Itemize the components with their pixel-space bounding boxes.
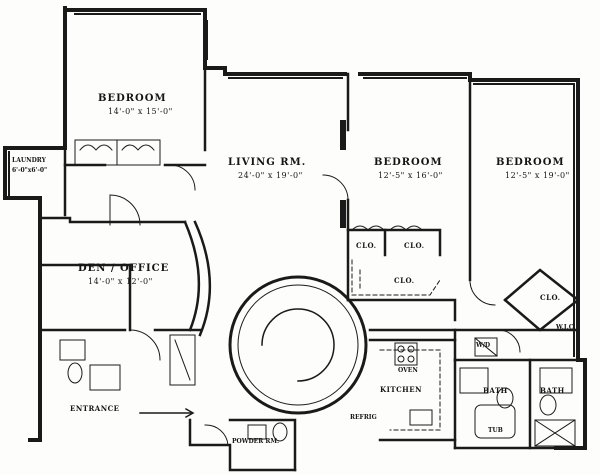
room-dims-bedroom-2: 12'-5" x 16'-0" [378,171,443,180]
room-dims-den: 14'-0" x 12'-0" [88,277,153,286]
room-name-bedroom-3: BEDROOM [496,157,565,168]
millwork [59,139,576,447]
room-dims-living: 24'-0" x 19'-0" [238,171,303,180]
closet-label-c: CLO. [394,276,415,285]
room-name-powder: POWDER RM. [232,438,280,445]
washer-dryer-label: W/D [476,342,491,349]
closet-label-d: CLO. [540,293,561,302]
room-name-bath-2: BATH [540,386,565,395]
columns [203,20,346,228]
walk-in-closet-label: W.I.C. [556,324,576,331]
room-name-bedroom-1: BEDROOM [98,93,167,104]
room-dims-bedroom-3: 12'-5" x 19'-0" [505,171,570,180]
rotunda [228,275,368,415]
room-dims-laundry: 6'-0"x6'-0" [12,167,48,174]
exterior-walls [3,6,587,450]
closet-label-b: CLO. [404,241,425,250]
room-name-kitchen: KITCHEN [380,385,422,394]
entrance-arrow [139,407,195,419]
room-name-bedroom-2: BEDROOM [374,157,443,168]
room-name-living: LIVING RM. [228,157,307,168]
room-name-laundry: LAUNDRY [12,157,46,164]
closet-label-a: CLO. [356,241,377,250]
room-name-den: DEN / OFFICE [78,263,170,274]
tub-label: TUB [488,427,503,434]
room-name-bath-1: BATH [483,386,508,395]
entrance-label: ENTRANCE [70,404,120,413]
oven-label: OVEN [398,367,418,374]
room-dims-bedroom-1: 14'-0" x 15'-0" [108,107,173,116]
refrigerator-label: REFRIG [350,414,377,421]
windows [8,13,575,357]
